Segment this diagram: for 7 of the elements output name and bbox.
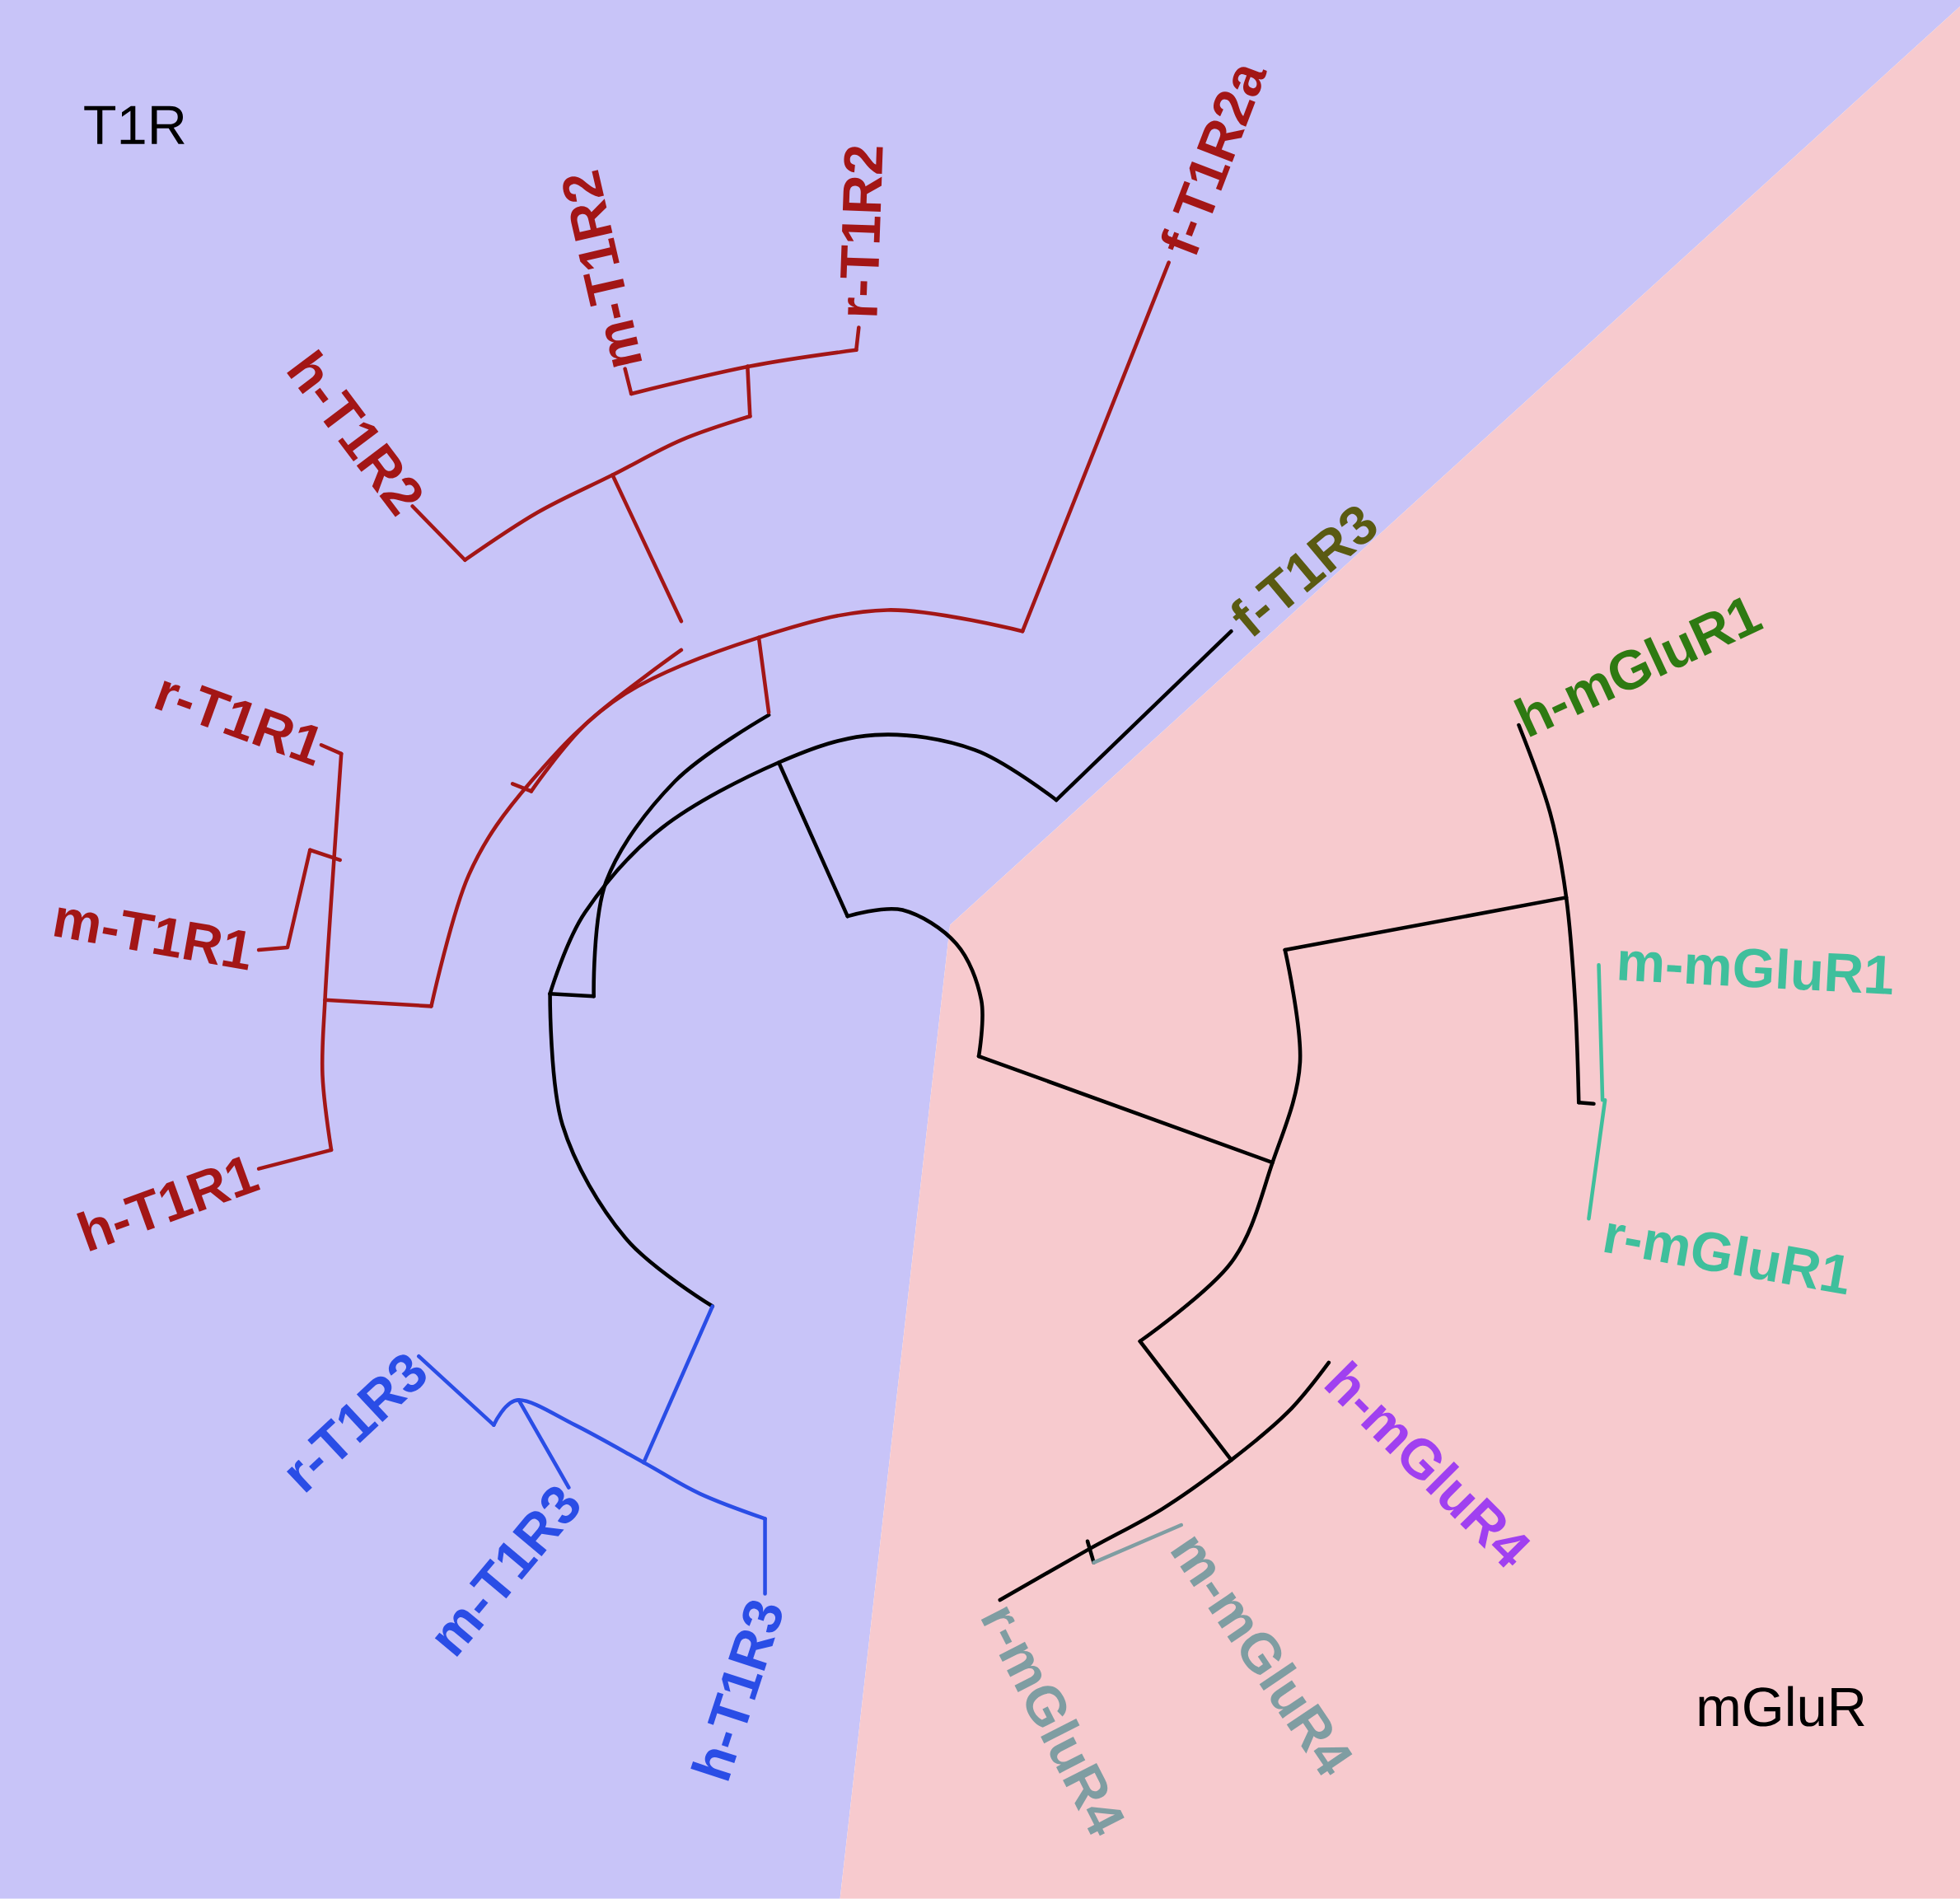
leaf-label: m-T1R2 <box>563 170 643 367</box>
leaf-label: r-T1R1 <box>154 681 319 766</box>
leaf-label: h-T1R3 <box>690 1601 782 1781</box>
leaf-label: m-T1R1 <box>54 907 249 971</box>
leaf-label: r-mGluR1 <box>1604 1223 1847 1295</box>
leaf-label: r-T1R2 <box>840 147 883 316</box>
leaf-label: m-mGluR1 <box>1619 948 1892 995</box>
